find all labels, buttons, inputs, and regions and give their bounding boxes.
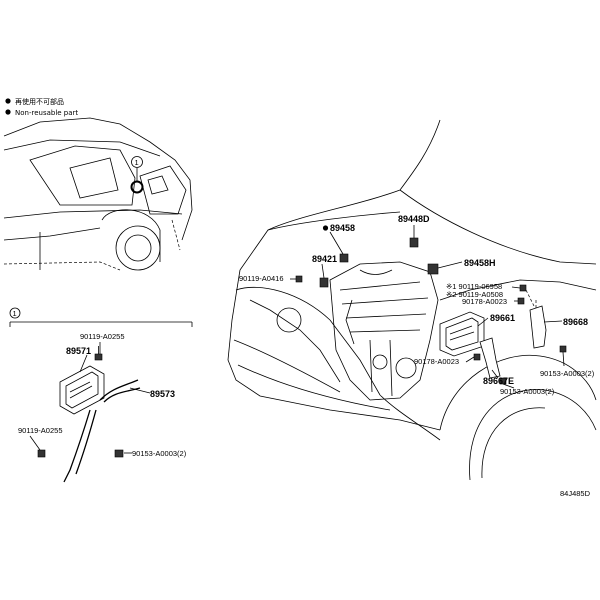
label-90153-a0003-right: 90153-A0003(2) — [540, 369, 595, 378]
inset-callout-number: 1 — [135, 158, 139, 167]
label-90178-a0023-low: 90178-A0023 — [414, 357, 459, 366]
non-reusable-bullet-icon — [5, 98, 11, 104]
label-90119-a0255-left: 90119-A0255 — [18, 426, 62, 435]
bolt-90119-a0416 — [295, 275, 303, 283]
label-90153-a0003-mid: 90153-A0003(2) — [500, 387, 555, 396]
label-89668: 89668 — [563, 317, 588, 327]
label-90119-a0255-top: 90119-A0255 — [80, 332, 124, 341]
label-89458: 89458 — [330, 223, 355, 233]
bolt-90178-a0023-low — [473, 353, 481, 361]
bolt-90178-a0023-top — [517, 297, 525, 305]
label-90119-06958: ※1 90119-06958 — [446, 282, 502, 291]
nut-90153-a0003-left — [114, 449, 124, 458]
legend: 再使用不可部品 Non-reusable part — [5, 97, 78, 117]
front-vehicle-illustration: 89458 89448D 89421 89458H 90119-A0416 ※1… — [227, 119, 597, 481]
part-89573-harness — [63, 379, 141, 483]
part-89458-sensor — [339, 253, 349, 263]
non-reusable-bullet-icon — [5, 109, 11, 115]
part-89421-sensor — [319, 277, 329, 288]
part-89667e-bracket — [479, 337, 501, 379]
part-89668-bracket — [529, 305, 547, 349]
rear-vehicle-illustration: 1 — [3, 117, 193, 271]
legend-line-1: 再使用不可部品 — [15, 97, 64, 106]
nut-90153-a0003-right — [559, 345, 567, 353]
label-89458h: 89458H — [464, 258, 496, 268]
non-reusable-mark-icon — [322, 225, 329, 231]
diagram-id: 84J485D — [560, 489, 591, 498]
label-89661: 89661 — [490, 313, 515, 323]
bolt-90119-a0255-left — [37, 449, 46, 458]
label-89573: 89573 — [150, 389, 175, 399]
part-89571-module — [59, 365, 105, 415]
bolt-90119-a0255-top — [94, 346, 103, 361]
detail-box: 1 90119-A0255 89571 89573 90 — [9, 307, 193, 483]
part-89448d-sensor — [409, 237, 419, 248]
label-90119-a0416: 90119-A0416 — [239, 274, 283, 283]
part-89458h-sensor — [427, 263, 439, 275]
legend-line-2: Non-reusable part — [15, 109, 78, 117]
label-89667e: 89667E — [483, 376, 514, 386]
label-89571: 89571 — [66, 346, 91, 356]
label-90178-a0023-top: 90178-A0023 — [462, 297, 507, 306]
label-89448d: 89448D — [398, 214, 430, 224]
label-90153-a0003-left: 90153-A0003(2) — [132, 449, 187, 458]
engine-assembly — [329, 261, 439, 401]
bolt-90119-06958 — [519, 284, 527, 292]
part-89661-ecu — [439, 311, 485, 357]
label-90119-a0508: ※2 90119-A0508 — [446, 290, 503, 299]
detail-box-number: 1 — [13, 309, 17, 318]
label-89421: 89421 — [312, 254, 337, 264]
